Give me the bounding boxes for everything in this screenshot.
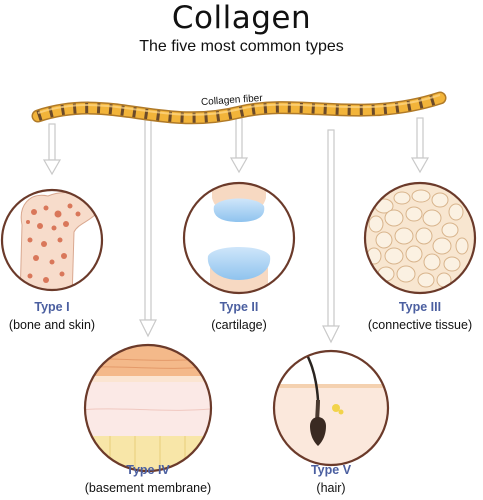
arrow-type-5 (322, 129, 340, 344)
type-4-name: Type IV (126, 463, 170, 477)
arrow-type-2 (229, 117, 249, 174)
type-1-name: Type I (34, 300, 70, 314)
type-4-description: (basement membrane) (84, 481, 212, 495)
type-5-name: Type V (310, 463, 352, 477)
arrow-type-4 (139, 119, 157, 338)
diagram-subtitle: The five most common types (139, 38, 344, 55)
type-5-description: (hair) (316, 481, 346, 495)
connective-tissue-illustration (363, 181, 477, 295)
type-3-name: Type III (398, 300, 442, 314)
basement-membrane-illustration (83, 343, 213, 473)
type-2-name: Type II (219, 300, 259, 314)
type-2-description: (cartilage) (211, 318, 267, 332)
arrows (42, 117, 430, 344)
type-3-description: (connective tissue) (367, 318, 473, 332)
fiber-label: Collagen fiber (201, 93, 264, 108)
hair-illustration (272, 349, 390, 467)
arrow-type-3 (410, 117, 430, 174)
type-1-description: (bone and skin) (8, 318, 96, 332)
diagram-title: Collagen (171, 0, 312, 36)
cartilage-illustration (182, 181, 296, 295)
bone-illustration (0, 188, 104, 292)
arrow-type-1 (42, 123, 62, 176)
collagen-fiber (31, 91, 447, 125)
